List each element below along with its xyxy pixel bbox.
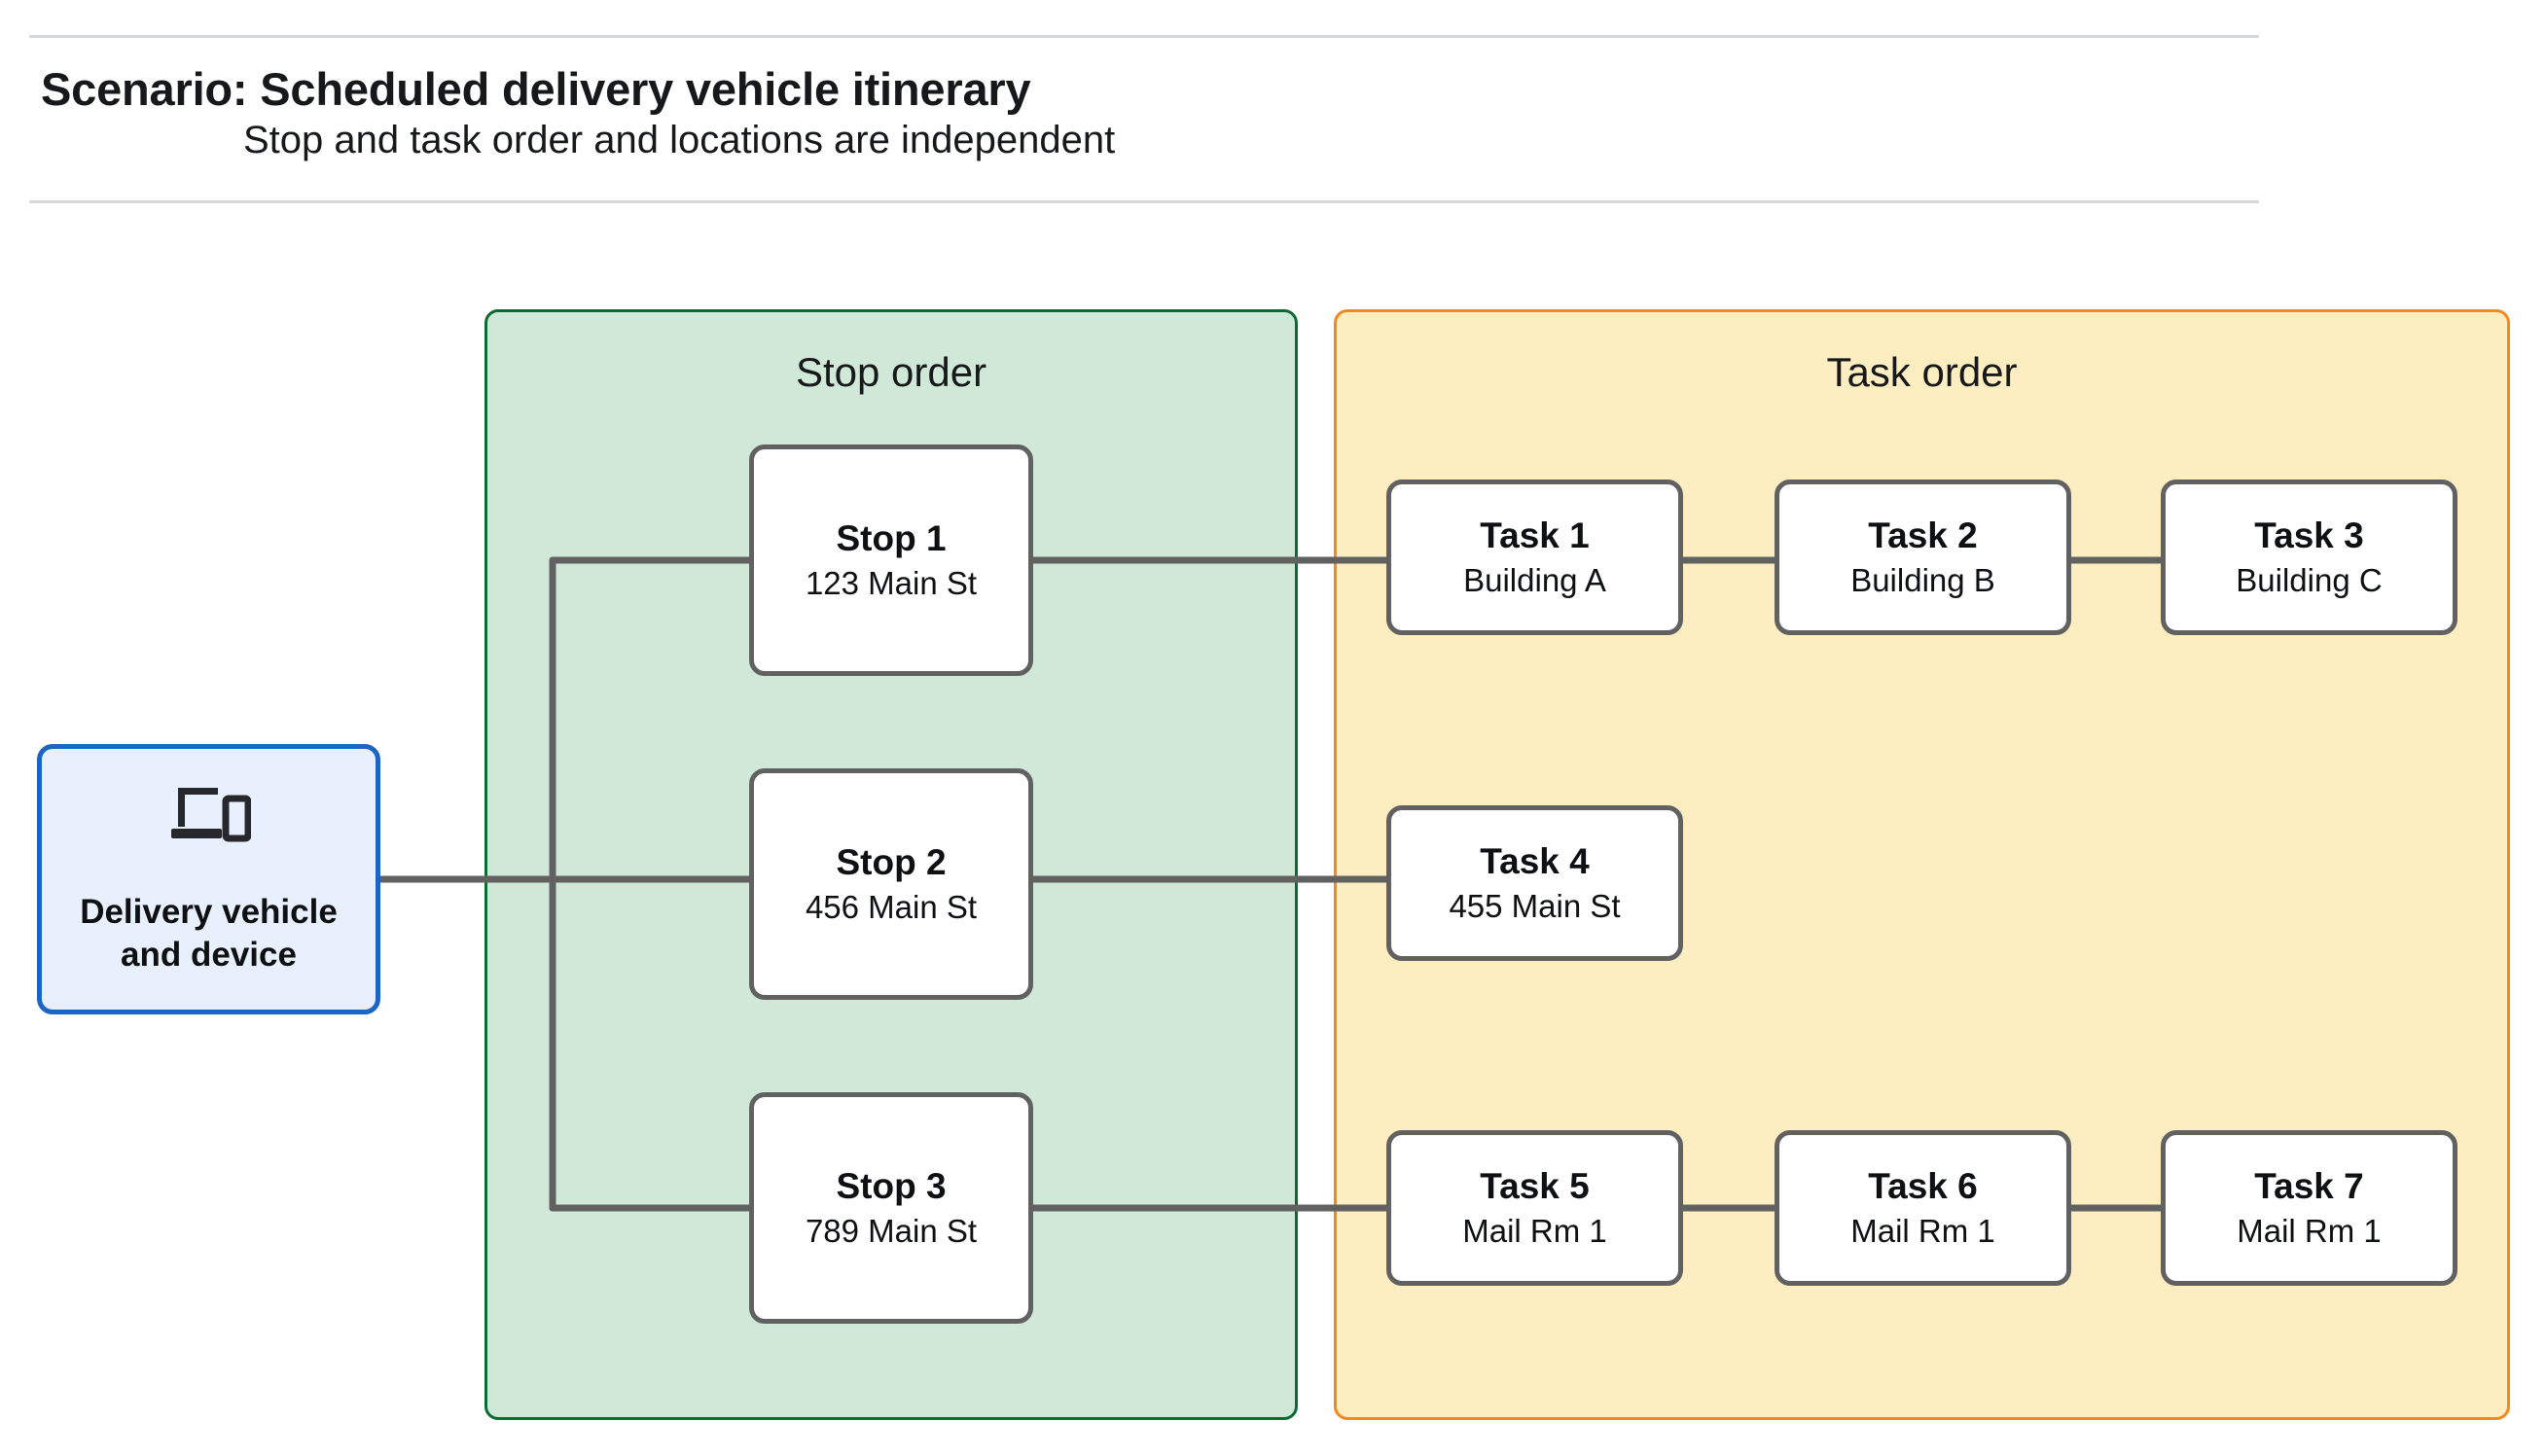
node-task-2[interactable]: Task 2 Building B bbox=[1775, 479, 2071, 635]
panel-stop-order-title: Stop order bbox=[795, 349, 987, 395]
node-task-6[interactable]: Task 6 Mail Rm 1 bbox=[1775, 1130, 2071, 1286]
node-stop-1-title: Stop 1 bbox=[836, 518, 947, 559]
node-task-3-location: Building C bbox=[2236, 562, 2383, 599]
panel-task-order-title: Task order bbox=[1826, 349, 2018, 395]
node-task-4-location: 455 Main St bbox=[1449, 888, 1621, 925]
node-stop-3[interactable]: Stop 3 789 Main St bbox=[749, 1092, 1033, 1324]
node-stop-1-location: 123 Main St bbox=[805, 565, 978, 602]
node-task-4-title: Task 4 bbox=[1480, 841, 1590, 882]
node-stop-3-location: 789 Main St bbox=[805, 1213, 978, 1250]
node-task-2-location: Building B bbox=[1850, 562, 1995, 599]
node-stop-2-title: Stop 2 bbox=[836, 842, 947, 883]
node-task-1[interactable]: Task 1 Building A bbox=[1386, 479, 1683, 635]
node-task-1-title: Task 1 bbox=[1480, 515, 1590, 556]
devices-laptop-phone-icon bbox=[167, 782, 251, 846]
node-task-5-title: Task 5 bbox=[1480, 1166, 1590, 1207]
node-task-5-location: Mail Rm 1 bbox=[1462, 1213, 1607, 1250]
node-vehicle-label: Delivery vehicle and device bbox=[80, 892, 338, 974]
header-divider-top bbox=[29, 35, 2259, 38]
node-task-5[interactable]: Task 5 Mail Rm 1 bbox=[1386, 1130, 1683, 1286]
node-task-1-location: Building A bbox=[1463, 562, 1606, 599]
node-task-4[interactable]: Task 4 455 Main St bbox=[1386, 805, 1683, 961]
node-task-7[interactable]: Task 7 Mail Rm 1 bbox=[2161, 1130, 2457, 1286]
node-task-3-title: Task 3 bbox=[2254, 515, 2364, 556]
node-task-7-title: Task 7 bbox=[2254, 1166, 2364, 1207]
page-subtitle: Stop and task order and locations are in… bbox=[243, 119, 1116, 161]
header-divider-bottom bbox=[29, 200, 2259, 203]
node-delivery-vehicle-and-device[interactable]: Delivery vehicle and device bbox=[37, 744, 380, 1014]
node-task-6-title: Task 6 bbox=[1868, 1166, 1978, 1207]
node-stop-2-location: 456 Main St bbox=[805, 889, 978, 926]
node-stop-2[interactable]: Stop 2 456 Main St bbox=[749, 768, 1033, 1000]
node-task-2-title: Task 2 bbox=[1868, 515, 1978, 556]
node-stop-1[interactable]: Stop 1 123 Main St bbox=[749, 444, 1033, 676]
node-task-7-location: Mail Rm 1 bbox=[2237, 1213, 2382, 1250]
node-task-6-location: Mail Rm 1 bbox=[1850, 1213, 1995, 1250]
node-stop-3-title: Stop 3 bbox=[836, 1166, 947, 1207]
node-task-3[interactable]: Task 3 Building C bbox=[2161, 479, 2457, 635]
page-title: Scenario: Scheduled delivery vehicle iti… bbox=[41, 63, 1031, 115]
